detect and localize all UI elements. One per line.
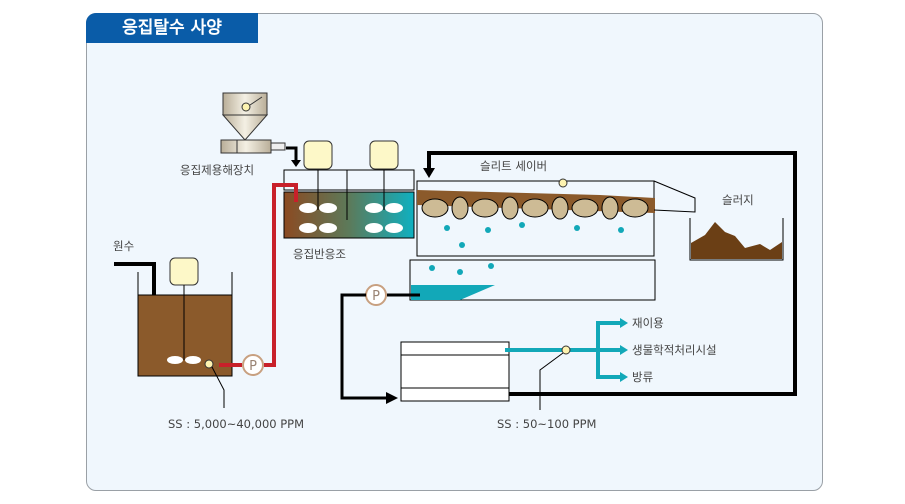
sludge-bin <box>689 218 784 261</box>
pump-icon-1 <box>242 354 264 376</box>
title-tab: 응집탈수 사양 <box>86 13 258 43</box>
inlet-ss-label: SS : 5,000~40,000 PPM <box>168 417 304 431</box>
sensor-icon <box>561 345 571 355</box>
feed-pipe <box>264 183 298 367</box>
return-line <box>340 293 388 400</box>
motor-icon <box>303 140 333 170</box>
filter-unit <box>400 341 510 402</box>
output-discharge: 방류 <box>632 370 653 384</box>
flocculant-device <box>220 92 301 167</box>
motor-icon <box>369 140 399 170</box>
outlet-ss-label: SS : 50~100 PPM <box>497 417 596 431</box>
output-bio: 생물학적처리시설 <box>632 343 717 357</box>
raw-water-label: 원수 <box>113 239 134 253</box>
reaction-tank-label: 응집반응조 <box>293 247 346 261</box>
slit-saver-label: 슬리트 세이버 <box>480 159 547 173</box>
output-reuse: 재이용 <box>632 316 664 330</box>
pump-label: P <box>249 359 257 374</box>
sensor-icon <box>204 359 214 369</box>
flocculant-device-label: 응집제용해장치 <box>180 163 254 177</box>
pump-label: P <box>372 289 380 304</box>
reaction-tank <box>283 140 415 239</box>
page-title: 응집탈수 사양 <box>122 18 222 38</box>
raw-water-tank <box>137 257 233 408</box>
main-loop-line <box>427 151 797 396</box>
motor-icon <box>169 257 199 286</box>
slit-saver <box>409 178 696 301</box>
sludge-label: 슬러지 <box>722 193 754 207</box>
